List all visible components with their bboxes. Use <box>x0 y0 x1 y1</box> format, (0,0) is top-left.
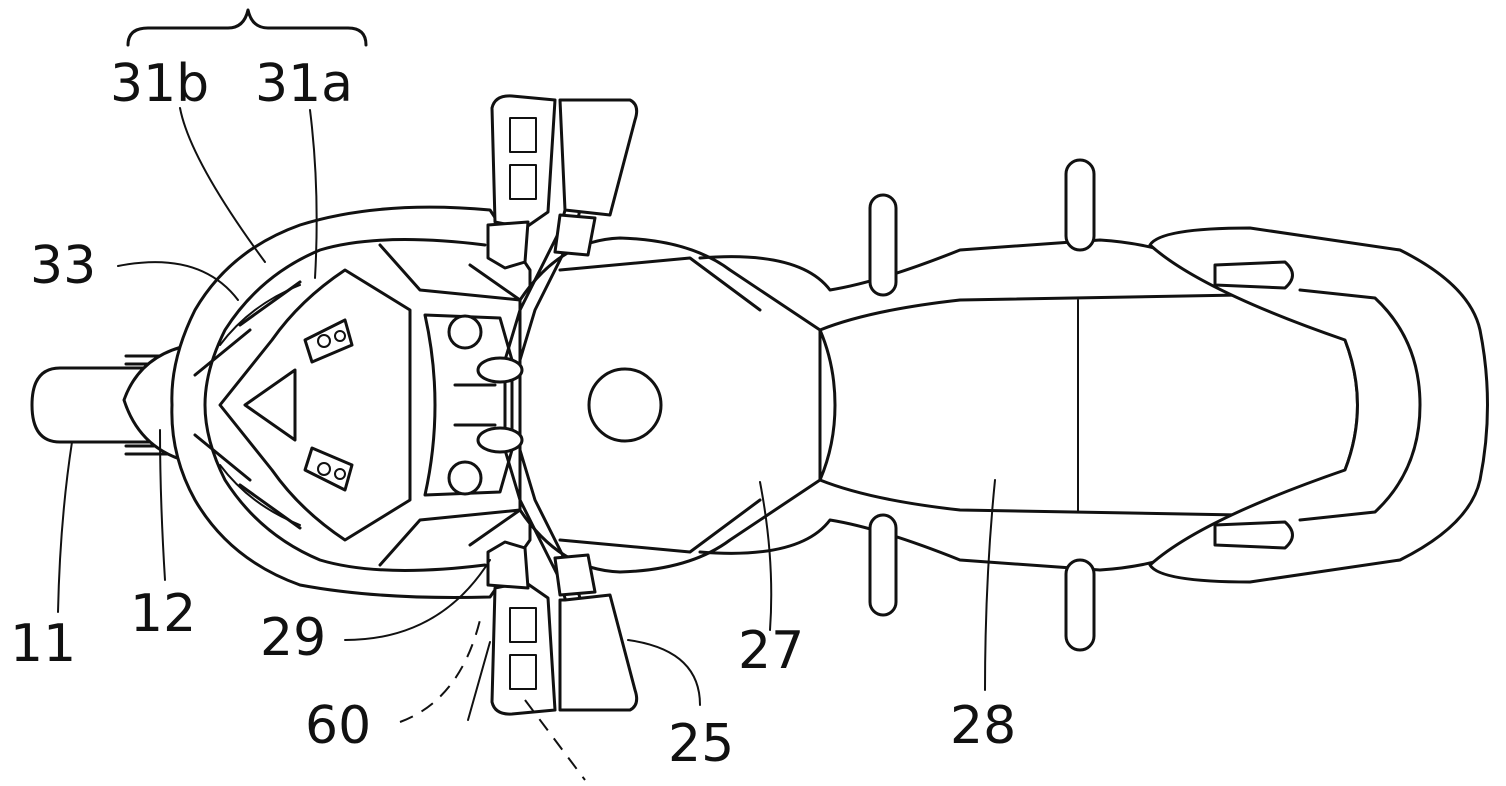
bracket-31 <box>126 8 368 47</box>
tail-cowl <box>1148 226 1489 584</box>
footpeg-front-upper <box>868 193 898 297</box>
switch-upper-1 <box>509 117 537 153</box>
switch-lower-1 <box>509 607 537 643</box>
label-60: 60 <box>305 696 372 756</box>
label-12: 12 <box>130 584 197 644</box>
leader-11 <box>57 441 73 613</box>
mount-plate-bottom <box>303 446 354 492</box>
mount-plate-top <box>303 318 354 364</box>
label-25: 25 <box>668 714 735 774</box>
windscreen <box>218 268 412 542</box>
leader-31a <box>309 109 318 279</box>
fuel-tank-27 <box>518 236 822 574</box>
tank-knee-pad-lower <box>558 498 762 554</box>
leader-27 <box>759 481 773 631</box>
seat-28 <box>818 293 1359 517</box>
leader-60 <box>399 619 481 723</box>
label-11: 11 <box>10 614 77 674</box>
bolt <box>317 462 331 476</box>
lever-lower-29 <box>486 540 530 590</box>
switch-lower-2 <box>509 654 537 690</box>
fork-top-left-lower <box>447 460 483 496</box>
footpeg-front-lower <box>868 513 898 617</box>
tail-light-lower <box>1213 520 1294 550</box>
label-29: 29 <box>260 608 327 668</box>
leader-28 <box>984 479 996 691</box>
screen-vent <box>243 368 297 442</box>
label-31a: 31a <box>255 54 354 114</box>
switch-upper-2 <box>509 164 537 200</box>
duct-line-lower <box>193 433 522 567</box>
duct-line-upper <box>193 243 522 377</box>
bar-end-lower <box>476 426 524 454</box>
bolt <box>334 330 346 342</box>
lever-upper <box>486 220 530 270</box>
grip-upper <box>558 98 639 217</box>
bar-clamp-lower <box>553 553 597 597</box>
switch-box-upper <box>490 94 557 230</box>
bolt <box>317 334 331 348</box>
fork-top-left-upper <box>447 314 483 350</box>
tail-light-upper <box>1213 260 1294 290</box>
bar-clamp-upper <box>553 213 597 257</box>
bar-end-upper <box>476 356 524 384</box>
leader-33 <box>117 261 239 301</box>
label-28: 28 <box>950 696 1017 756</box>
switch-box-lower-60 <box>490 580 557 716</box>
footpeg-rear-upper <box>1064 158 1096 252</box>
dashed-extension <box>524 699 586 781</box>
label-31b: 31b <box>110 54 210 114</box>
bolt <box>334 468 346 480</box>
steering-stem <box>453 383 497 427</box>
label-33: 33 <box>30 236 97 296</box>
label-27: 27 <box>738 621 805 681</box>
front-wheel <box>30 366 152 444</box>
tail-contour <box>1298 288 1422 522</box>
inner-cowl-31a <box>203 238 487 572</box>
fuel-cap <box>587 367 663 443</box>
leader-12 <box>159 429 166 581</box>
leader-31b <box>179 107 266 263</box>
footpeg-rear-lower <box>1064 558 1096 652</box>
leader-25 <box>627 639 701 706</box>
grip-lower-25 <box>558 593 639 712</box>
leader-60-solid <box>467 641 491 721</box>
tank-knee-pad-upper <box>558 256 762 312</box>
handlebar <box>503 108 592 692</box>
leader-29 <box>344 559 491 641</box>
